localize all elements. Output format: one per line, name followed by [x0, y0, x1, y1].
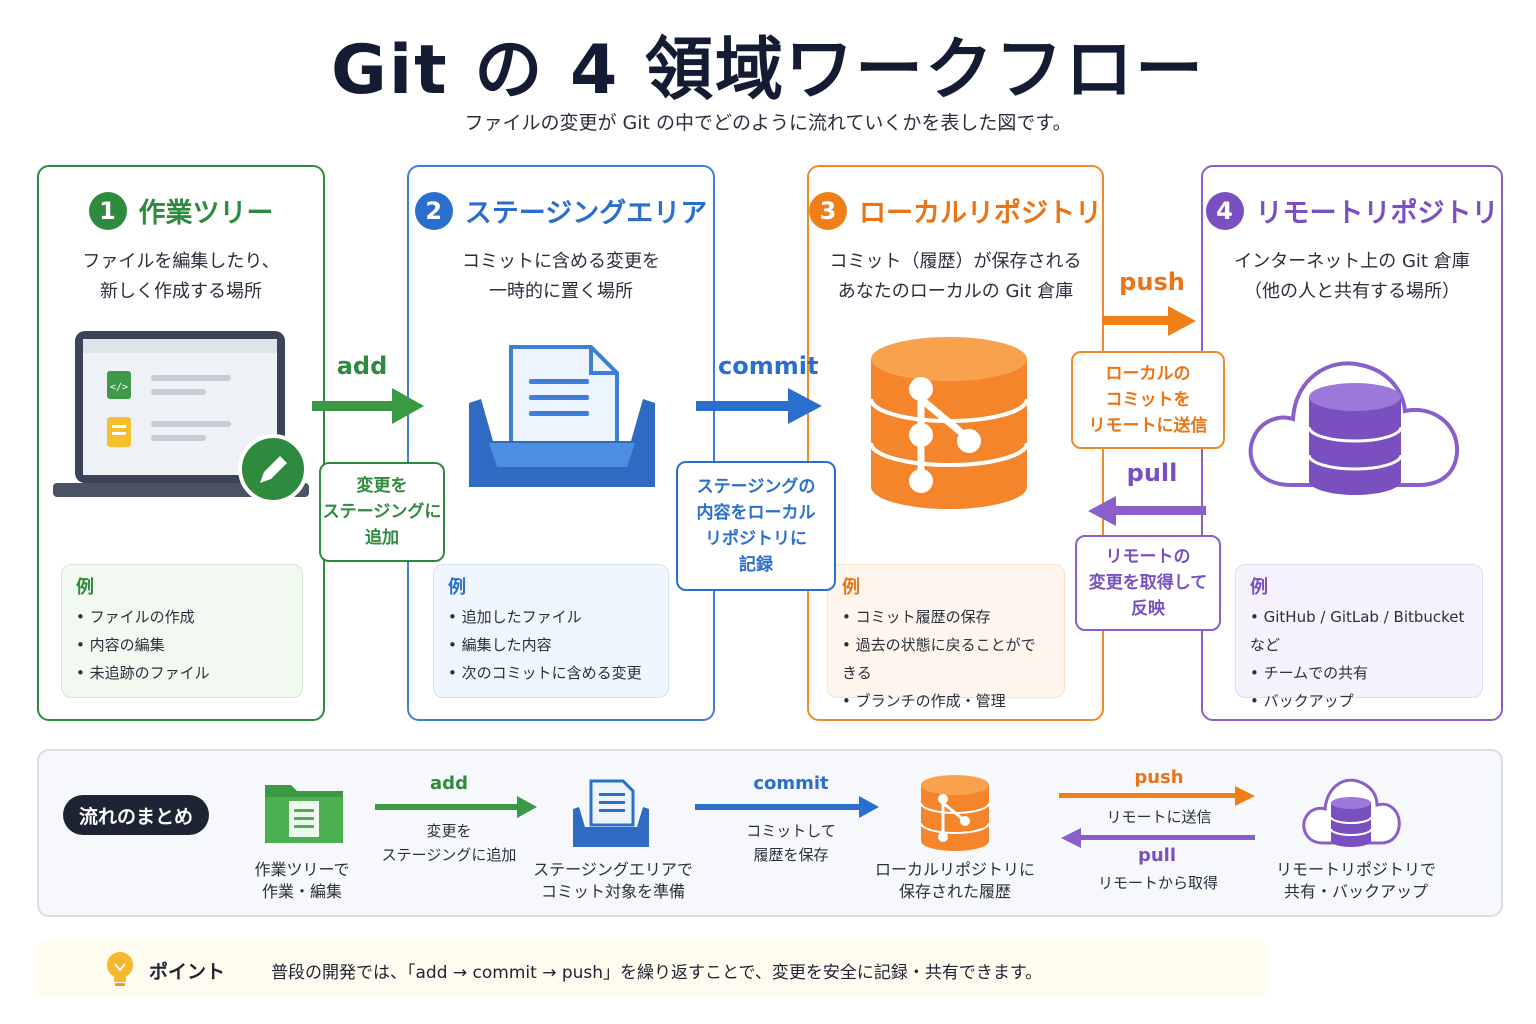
summary-step-caption: リモートリポジトリで共有・バックアップ [1275, 860, 1436, 901]
summary-pull-arrow-icon [1061, 828, 1255, 848]
cloud-icon [1302, 778, 1401, 847]
svg-text:</>: </> [110, 382, 128, 393]
step-number-badge: 2 [414, 191, 453, 230]
area-description: インターネット上の Git 倉庫（他の人と共有する場所） [1234, 251, 1470, 302]
pull-arrow-icon [1088, 496, 1206, 526]
commit-label: commit [718, 352, 819, 380]
tray-icon [573, 779, 649, 847]
list-item: 未追跡のファイル [76, 659, 288, 687]
summary-commit-sub: コミットして履歴を保存 [746, 822, 836, 864]
point-banner: ポイント 普段の開発では、「add → commit → push」を繰り返すこ… [37, 940, 1268, 998]
summary-add-sub: 変更をステージングに追加 [381, 822, 517, 864]
commit-bubble: ステージングの内容をローカルリポジトリに記録 [676, 461, 836, 591]
area-name: ローカルリポジトリ [859, 198, 1102, 229]
summary-commit-label: commit [753, 773, 829, 794]
summary-pull-label: pull [1137, 845, 1177, 866]
card-local-repository: 3 ローカルリポジトリ コミット（履歴）が保存されるあなたのローカルの Git … [807, 165, 1104, 721]
step-number-badge: 3 [809, 191, 847, 230]
folder-icon [265, 785, 343, 843]
area-description: ファイルを編集したり、新しく作成する場所 [82, 251, 280, 302]
list-item: 追加したファイル [448, 603, 654, 631]
list-item: ファイルの作成 [76, 603, 288, 631]
commit-arrow-icon [696, 388, 822, 424]
lightbulb-icon [107, 952, 133, 986]
area-description: コミットに含める変更を一時的に置く場所 [462, 251, 660, 302]
list-item: ブランチの作成・管理 [842, 687, 1050, 715]
summary-pull-sub: リモートから取得 [1097, 874, 1218, 892]
list-item: 次のコミットに含める変更 [448, 659, 654, 687]
area-name: リモートリポジトリ [1255, 198, 1499, 229]
laptop-edit-icon: </> [53, 331, 309, 504]
area-description: コミット（履歴）が保存されるあなたのローカルの Git 倉庫 [829, 251, 1082, 302]
add-bubble: 変更をステージングに追加 [319, 462, 445, 562]
summary-push-arrow-icon [1059, 786, 1255, 806]
example-box: 例 ファイルの作成 内容の編集 未追跡のファイル [61, 564, 303, 698]
card-remote-repository: 4 リモートリポジトリ インターネット上の Git 倉庫（他の人と共有する場所）… [1201, 165, 1503, 721]
summary-step-caption: 作業ツリーで作業・編集 [254, 860, 350, 901]
document-tray-icon [469, 345, 655, 487]
git-database-icon [869, 337, 1029, 509]
page-title: Git の 4 領域ワークフロー [331, 31, 1205, 110]
example-box: 例 追加したファイル 編集した内容 次のコミットに含める変更 [433, 564, 669, 698]
push-label: push [1119, 268, 1185, 296]
add-arrow-icon [312, 388, 424, 424]
list-item: 内容の編集 [76, 631, 288, 659]
summary-add-label: add [430, 773, 468, 794]
card-working-tree: 1 作業ツリー ファイルを編集したり、新しく作成する場所 </> 例 ファイルの… [37, 165, 325, 721]
summary-push-label: push [1134, 767, 1184, 788]
area-name: ステージングエリア [464, 198, 708, 229]
step-number-badge: 1 [88, 191, 127, 230]
summary-commit-arrow-icon [695, 796, 879, 818]
cloud-database-icon [1248, 361, 1460, 495]
list-item: チームでの共有 [1250, 659, 1468, 687]
summary-push-sub: リモートに送信 [1106, 808, 1212, 826]
pull-bubble: リモートの変更を取得して反映 [1075, 535, 1221, 631]
step-number-badge: 4 [1205, 191, 1244, 230]
example-box: 例 コミット履歴の保存 過去の状態に戻ることができる ブランチの作成・管理 [827, 564, 1065, 710]
area-name: 作業ツリー [138, 198, 274, 229]
list-item: GitHub / GitLab / Bitbucket など [1250, 603, 1468, 659]
flow-summary-panel: 流れのまとめ 作業ツリーで作業・編集 add 変更をステージングに追加 ステージ… [37, 749, 1503, 917]
list-item: 編集した内容 [448, 631, 654, 659]
list-item: バックアップ [1250, 687, 1468, 715]
add-label: add [336, 352, 388, 380]
push-bubble: ローカルのコミットをリモートに送信 [1071, 351, 1225, 449]
list-item: 過去の状態に戻ることができる [842, 631, 1050, 687]
example-box: 例 GitHub / GitLab / Bitbucket など チームでの共有… [1235, 564, 1483, 710]
git-database-icon [920, 775, 990, 851]
summary-step-caption: ローカルリポジトリに保存された履歴 [874, 860, 1035, 901]
summary-label: 流れのまとめ [63, 795, 209, 835]
point-text: 普段の開発では、「add → commit → push」を繰り返すことで、変更… [271, 963, 1043, 983]
push-arrow-icon [1102, 306, 1196, 336]
page-subtitle: ファイルの変更が Git の中でどのように流れていくかを表した図です。 [464, 112, 1072, 134]
point-label: ポイント [149, 961, 226, 983]
summary-step-caption: ステージングエリアでコミット対象を準備 [533, 860, 693, 901]
pull-label: pull [1126, 459, 1178, 487]
list-item: コミット履歴の保存 [842, 603, 1050, 631]
summary-add-arrow-icon [375, 796, 537, 818]
